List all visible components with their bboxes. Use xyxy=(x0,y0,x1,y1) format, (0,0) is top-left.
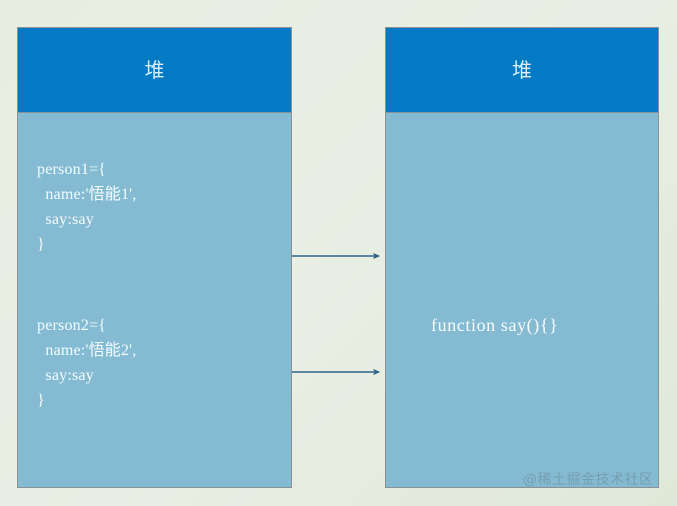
left-heap-box: 堆 person1={ name:'悟能1', say:say } person… xyxy=(17,27,292,488)
right-heap-header: 堆 xyxy=(386,28,658,113)
right-heap-box: 堆 function say(){} xyxy=(385,27,659,488)
left-heap-header: 堆 xyxy=(18,28,291,113)
function-say-text: function say(){} xyxy=(431,315,559,335)
right-heap-body: function say(){} xyxy=(386,113,658,487)
code-block-person2: person2={ name:'悟能2', say:say } xyxy=(37,317,137,409)
watermark: @稀土掘金技术社区 xyxy=(523,472,654,488)
right-heap-header-label: 堆 xyxy=(512,58,532,82)
left-heap-header-label: 堆 xyxy=(144,58,165,82)
code-block-person1: person1={ name:'悟能1', say:say } xyxy=(37,161,137,253)
left-heap-body: person1={ name:'悟能1', say:say } person2=… xyxy=(18,113,291,487)
